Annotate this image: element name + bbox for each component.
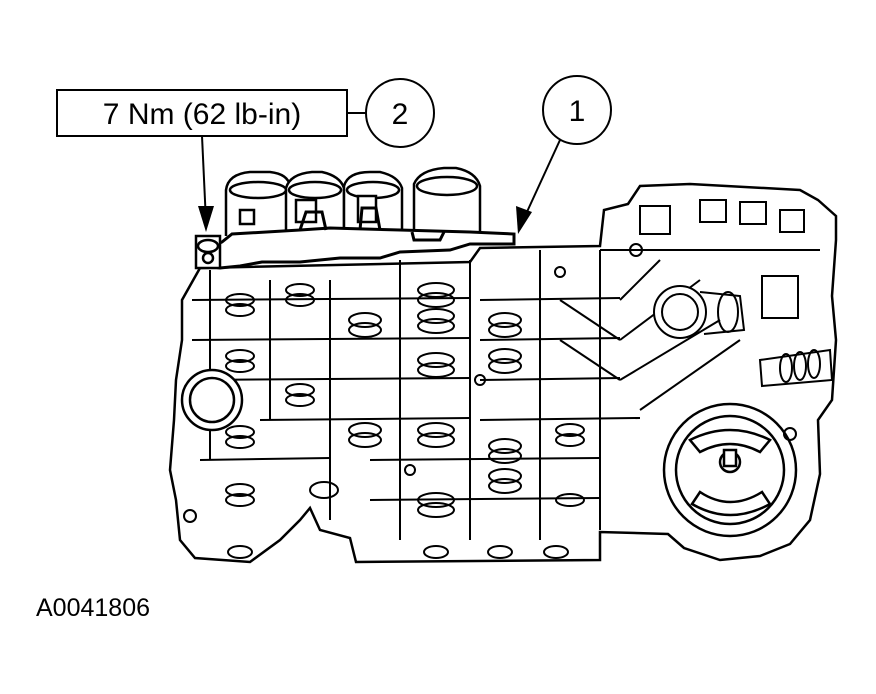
figure-id: A0041806 <box>36 594 150 622</box>
bracket-bolt <box>194 234 222 270</box>
right-upper-section <box>559 199 834 411</box>
solenoid-bank <box>224 166 482 236</box>
callout-2-number: 2 <box>392 98 409 131</box>
torque-callout: 7 Nm (62 lb-in) <box>56 89 366 232</box>
bottom-ports <box>183 243 797 559</box>
torque-label: 7 Nm (62 lb-in) <box>103 98 301 131</box>
arrow-head-1 <box>516 206 532 234</box>
accumulator-disc <box>662 402 798 538</box>
callout-1-number: 1 <box>569 95 586 128</box>
solenoid-retainer-bracket <box>202 206 516 270</box>
left-port <box>180 368 244 432</box>
callout-1: 1 <box>516 75 612 234</box>
valve-bores <box>191 250 641 540</box>
arrow-head-2 <box>198 206 214 232</box>
callout-2: 2 <box>365 78 435 148</box>
valve-spools <box>225 282 585 518</box>
